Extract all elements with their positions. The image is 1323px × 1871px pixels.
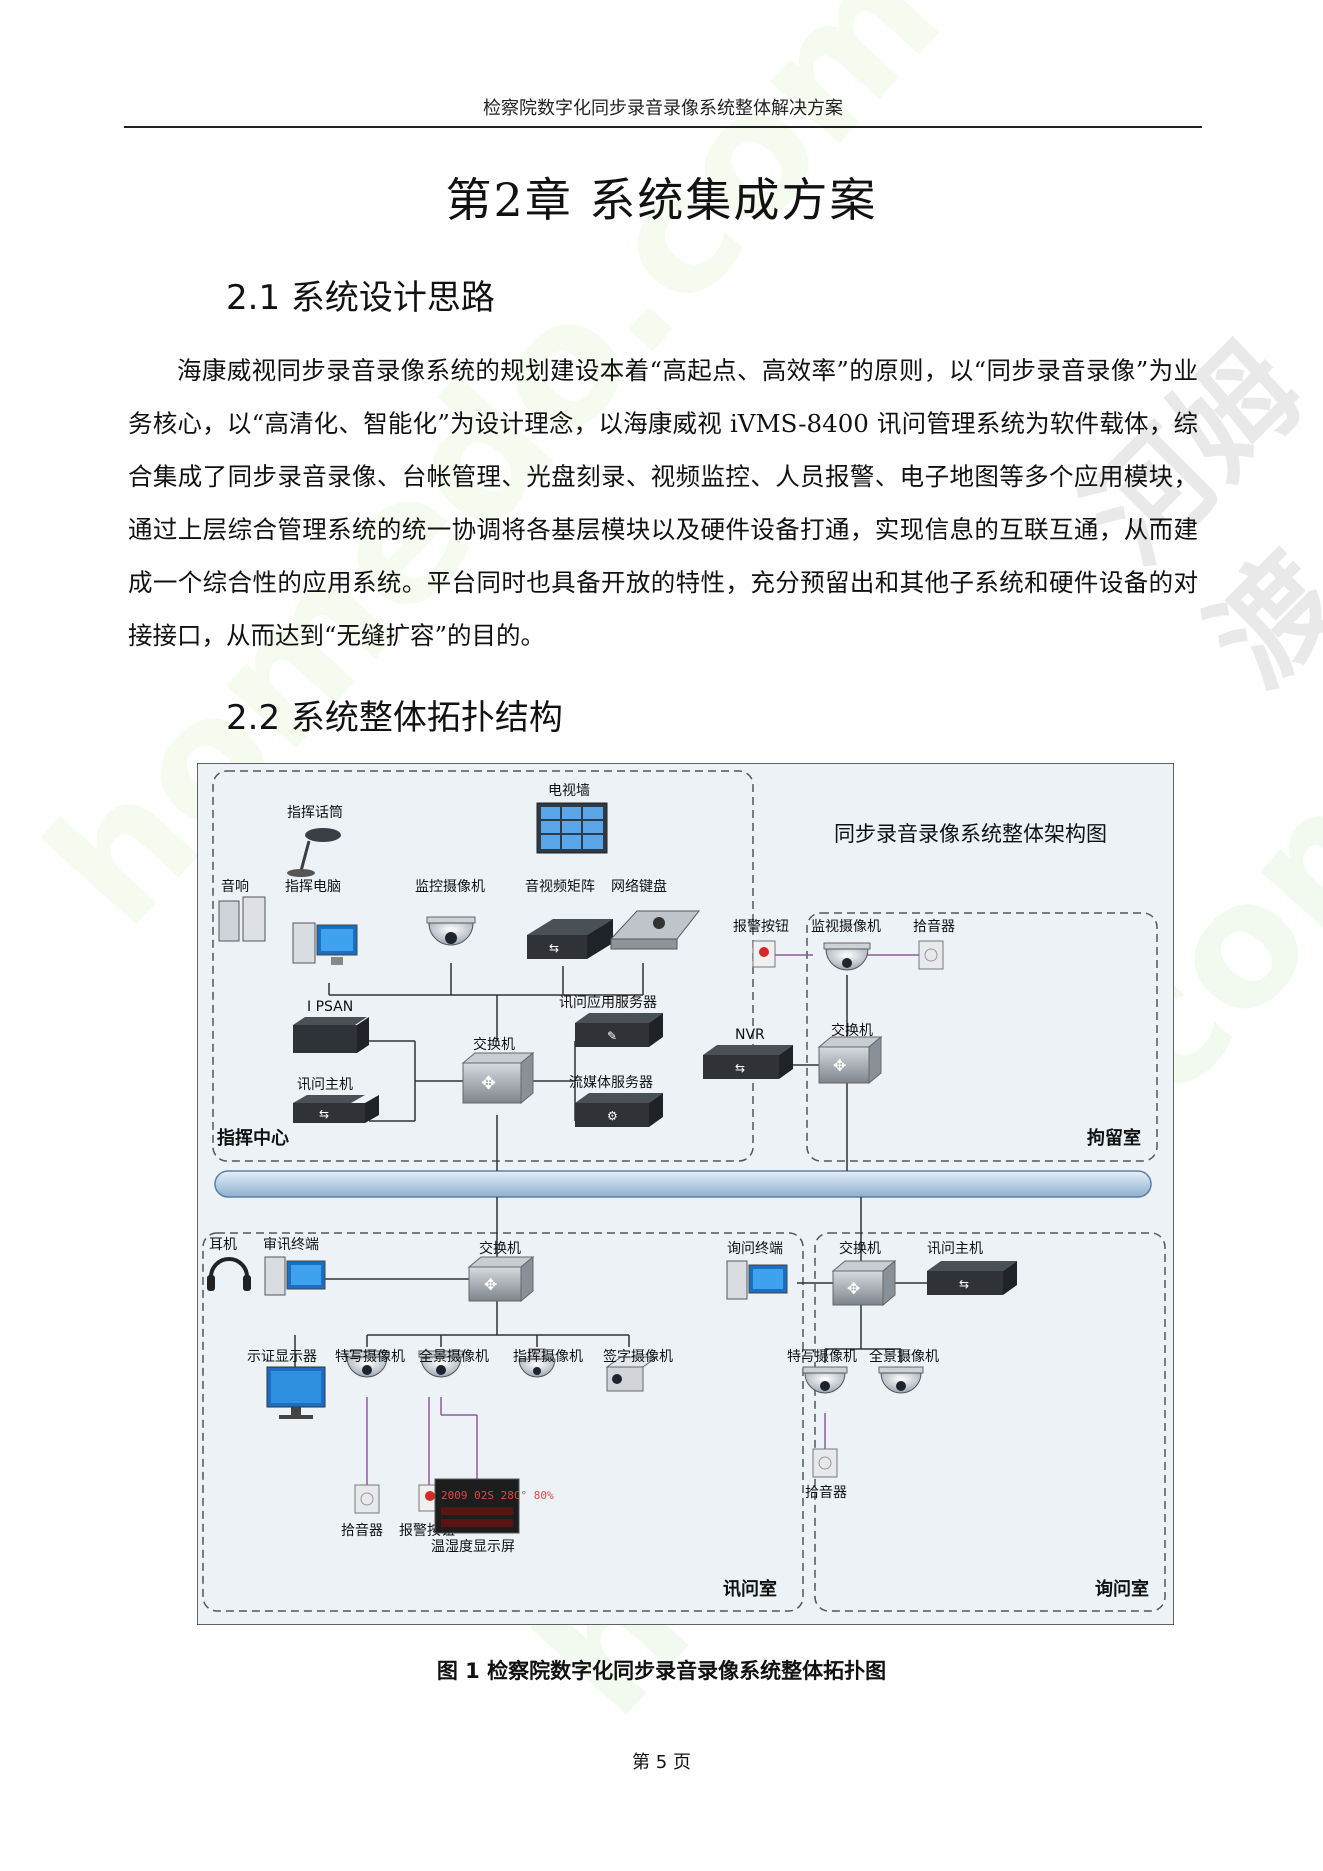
- label-interrogation-terminal: 审讯终端: [263, 1237, 319, 1253]
- svg-text:⇆: ⇆: [735, 1061, 745, 1075]
- zone-command-center: [212, 770, 754, 1162]
- label-inquiry-panorama: 全景摄像机: [869, 1348, 939, 1365]
- panorama-camera-icon: [418, 1350, 464, 1378]
- microphone-icon: [287, 828, 341, 877]
- label-nvr: NVR: [735, 1027, 765, 1043]
- temp-display-readout: 2009 02S 28C° 80%: [441, 1489, 554, 1502]
- topology-diagram: 同步录音录像系统整体架构图 指挥中心 拘留室 讯问室 询问室 音响 指挥话筒: [197, 763, 1174, 1625]
- inquiry-closeup-camera-icon: [802, 1366, 848, 1394]
- label-inquiry-pickup: 拾音器: [805, 1484, 847, 1501]
- zone-label-inquiry: 询问室: [1095, 1578, 1149, 1600]
- label-signature-camera: 签字摄像机: [603, 1348, 673, 1365]
- detention-camera-icon: [823, 942, 871, 971]
- topology-svg: 同步录音录像系统整体架构图 指挥中心 拘留室 讯问室 询问室 音响 指挥话筒: [197, 763, 1174, 1625]
- zone-inquiry: [814, 1232, 1166, 1612]
- label-speaker: 音响: [221, 878, 249, 895]
- svg-text:⚙: ⚙: [607, 1109, 618, 1123]
- label-tv-wall: 电视墙: [548, 783, 590, 799]
- header-rule: [124, 126, 1202, 128]
- label-ipsan: I PSAN: [307, 999, 353, 1015]
- inquiry-panorama-camera-icon: [878, 1366, 924, 1394]
- label-detention-pickup: 拾音器: [913, 918, 955, 935]
- temp-humidity-display-icon: 2009 02S 28C° 80%: [434, 1478, 554, 1534]
- inquiry-host-icon: ⇆: [927, 1261, 1017, 1295]
- command-camera-icon: [518, 1348, 556, 1378]
- nvr-icon: ⇆: [703, 1045, 793, 1079]
- detention-switch-icon: ✥: [817, 1035, 883, 1085]
- dome-camera-icon: [426, 916, 476, 946]
- label-app-server: 讯问应用服务器: [559, 994, 657, 1011]
- interrogation-switch-icon: ✥: [467, 1255, 535, 1303]
- svg-text:⇆: ⇆: [549, 941, 559, 955]
- zone-label-interrogation: 讯问室: [723, 1578, 777, 1600]
- interrogation-host-icon: ⇆: [293, 1095, 379, 1123]
- label-keyboard: 网络键盘: [611, 878, 667, 895]
- label-inquiry-host: 讯问主机: [927, 1241, 983, 1257]
- label-media-server: 流媒体服务器: [569, 1075, 653, 1091]
- network-keyboard-icon: [609, 910, 701, 950]
- diagram-title: 同步录音录像系统整体架构图: [834, 822, 1107, 846]
- label-interrogation-pickup: 拾音器: [341, 1522, 383, 1539]
- label-matrix: 音视频矩阵: [525, 878, 595, 895]
- headphone-icon: [207, 1257, 251, 1291]
- interrogation-pickup-icon: [354, 1484, 380, 1514]
- zone-detention: [806, 912, 1158, 1162]
- zone-label-command: 指挥中心: [217, 1127, 289, 1149]
- label-detention-switch: 交换机: [831, 1022, 873, 1039]
- body-paragraph: 海康威视同步录音录像系统的规划建设本着“高起点、高效率”的原则，以“同步录音录像…: [128, 356, 1198, 650]
- speaker-icon: [218, 896, 266, 942]
- running-header: 检察院数字化同步录音录像系统整体解决方案: [483, 98, 843, 119]
- label-inquiry-switch: 交换机: [839, 1240, 881, 1257]
- svg-text:✎: ✎: [607, 1029, 617, 1043]
- interrogation-terminal-icon: [264, 1256, 326, 1296]
- label-headphone: 耳机: [209, 1237, 237, 1253]
- computer-icon: [292, 922, 358, 965]
- label-inquiry-terminal: 询问终端: [727, 1241, 783, 1257]
- svg-text:✥: ✥: [833, 1056, 846, 1075]
- app-server-icon: ✎: [575, 1013, 663, 1047]
- svg-text:⇆: ⇆: [959, 1277, 969, 1291]
- closeup-camera-icon: [344, 1350, 390, 1378]
- label-camera: 监控摄像机: [415, 879, 485, 895]
- svg-text:✥: ✥: [481, 1073, 496, 1094]
- svg-text:✥: ✥: [847, 1279, 860, 1298]
- signature-camera-icon: [605, 1356, 659, 1392]
- zone-interrogation: [202, 1232, 804, 1612]
- svg-text:⇆: ⇆: [319, 1107, 329, 1121]
- media-server-icon: ⚙: [575, 1093, 663, 1127]
- label-detention-alarm: 报警按钮: [733, 919, 789, 935]
- label-closeup-camera: 特写摄像机: [335, 1349, 405, 1365]
- chapter-title: 第2章 系统集成方案: [445, 173, 878, 227]
- svg-text:✥: ✥: [484, 1275, 497, 1294]
- section-title-2-2: 2.2 系统整体拓扑结构: [226, 698, 563, 738]
- tv-wall-icon: [536, 802, 608, 854]
- av-matrix-icon: ⇆: [527, 919, 613, 959]
- label-mic: 指挥话筒: [287, 804, 343, 821]
- evidence-display-icon: [266, 1366, 326, 1419]
- label-temp-display: 温湿度显示屏: [431, 1539, 515, 1555]
- label-command-switch: 交换机: [473, 1036, 515, 1053]
- inquiry-terminal-icon: [726, 1260, 788, 1300]
- figure-caption: 图 1 检察院数字化同步录音录像系统整体拓扑图: [436, 1659, 887, 1683]
- label-inquiry-closeup: 特写摄像机: [787, 1349, 857, 1365]
- label-evidence-display: 示证显示器: [247, 1349, 317, 1365]
- inquiry-switch-icon: ✥: [831, 1259, 897, 1307]
- label-interrogation-switch: 交换机: [479, 1240, 521, 1257]
- section-title-2-1: 2.1 系统设计思路: [226, 278, 495, 318]
- inquiry-pickup-icon: [812, 1448, 838, 1478]
- label-command-host: 讯问主机: [297, 1077, 353, 1093]
- network-backbone: [214, 1170, 1152, 1198]
- label-detention-camera: 监视摄像机: [811, 919, 881, 935]
- ipsan-storage-icon: [293, 1017, 369, 1053]
- detention-pickup-icon: [918, 940, 944, 970]
- label-command-pc: 指挥电脑: [285, 879, 341, 895]
- label-command-camera: 指挥摄像机: [513, 1349, 583, 1365]
- detention-alarm-button-icon: [752, 940, 776, 968]
- command-switch-icon: ✥: [461, 1051, 535, 1105]
- zone-label-detention: 拘留室: [1087, 1127, 1141, 1149]
- page-number: 第 5 页: [632, 1752, 691, 1773]
- label-panorama-camera: 全景摄像机: [419, 1348, 489, 1365]
